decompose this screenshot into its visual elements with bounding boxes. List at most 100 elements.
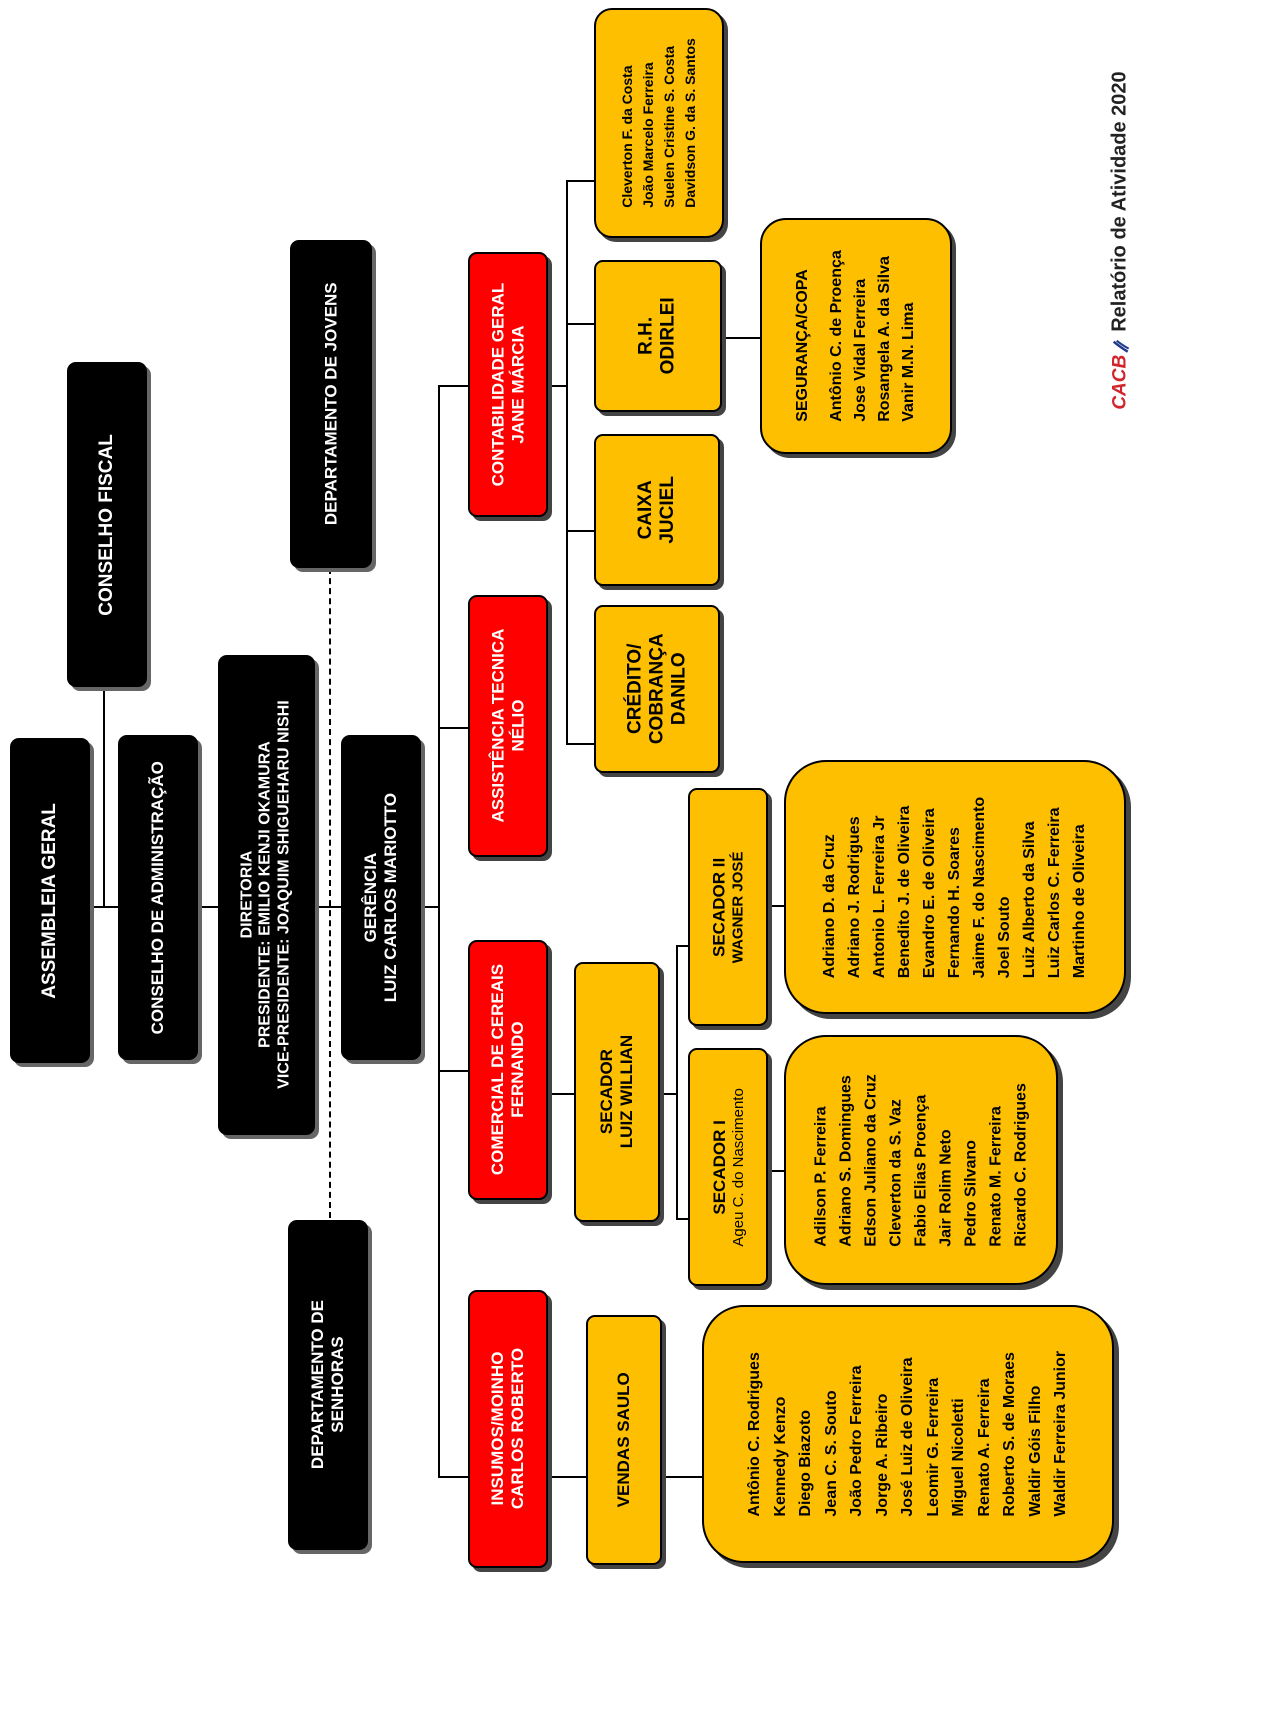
staff-name: Renato A. Ferreira [975, 1378, 993, 1517]
contabilidade-title: CONTABILIDADE GERAL [488, 282, 508, 487]
staff-name: Renato M. Ferreira [987, 1105, 1005, 1247]
connector [566, 530, 594, 532]
seguranca-list: SEGURANÇA/COPA Antônio C. de Proença Jos… [791, 250, 921, 422]
connector [548, 1476, 586, 1478]
connector [722, 337, 760, 339]
insumos-name: CARLOS ROBERTO [508, 1348, 528, 1510]
connector [438, 385, 468, 387]
staff-name: Vanir M.N. Lima [899, 302, 917, 422]
connector [676, 945, 688, 947]
credito-line2: COBRANÇA [646, 633, 668, 745]
staff-name: Cleverton F. da Costa [619, 65, 635, 208]
credito-cobranca-box: CRÉDITO/ COBRANÇA DANILO [594, 605, 720, 773]
gerencia-name: LUIZ CARLOS MARIOTTO [381, 792, 400, 1003]
staff-name: Evandro E. de Oliveira [921, 807, 939, 978]
report-title: Relatório de Atividade 2020 [1108, 70, 1131, 332]
connector [548, 1093, 574, 1095]
assistencia-title: ASSISTÊNCIA TECNICA [488, 629, 508, 823]
spacer [815, 250, 825, 422]
staff-name: Diego Biazoto [797, 1410, 815, 1517]
connector [438, 385, 440, 1478]
departamento-jovens-label: DEPARTAMENTO DE JOVENS [321, 282, 341, 526]
vendas-staff-list: Antônio C. Rodrigues Kennedy Kenzo Diego… [742, 1351, 1074, 1517]
connector [768, 1170, 784, 1172]
insumos-moinho-box: INSUMOS/MOINHO CARLOS ROBERTO [468, 1290, 548, 1568]
staff-name: Antonio L. Ferreira Jr [871, 814, 889, 978]
staff-name: Jair Rolim Neto [937, 1128, 955, 1247]
staff-name: Ricardo C. Rodrigues [1012, 1082, 1030, 1247]
logo-swoosh-icon [1112, 339, 1129, 353]
staff-name: Fabio Elias Proença [912, 1094, 930, 1247]
staff-name: Miguel Nicoletti [950, 1398, 968, 1517]
comercial-title: COMERCIAL DE CEREAIS [488, 964, 508, 1176]
secador-2-name: WAGNER JOSÉ [729, 851, 747, 963]
conselho-administracao-box: CONSELHO DE ADMINISTRAÇÃO [118, 735, 198, 1060]
departamento-jovens-box: DEPARTAMENTO DE JOVENS [290, 240, 372, 568]
staff-name: Adriano S. Domingues [837, 1074, 855, 1247]
staff-name: Waldir Góis Filho [1026, 1385, 1044, 1517]
staff-name: Jose Vidal Ferreira [851, 278, 869, 422]
staff-name: Adriano D. da Cruz [821, 833, 839, 978]
contabilidade-geral-box: CONTABILIDADE GERAL JANE MÁRCIA [468, 252, 548, 517]
comercial-name: FERNANDO [508, 1021, 528, 1119]
credito-name: DANILO [667, 652, 689, 726]
cacb-logo-icon: CACB [1109, 339, 1131, 409]
conselho-fiscal-label: CONSELHO FISCAL [96, 433, 118, 616]
staff-name: Luiz Carlos C. Ferreira [1046, 806, 1064, 978]
logo-text: CACB [1109, 354, 1131, 410]
connector [103, 690, 105, 908]
secador-1-staff-list: Adilson P. Ferreira Adriano S. Domingues… [809, 1074, 1034, 1246]
contabilidade-name: JANE MÁRCIA [508, 325, 527, 444]
gerencia-title: GERÊNCIA [361, 852, 381, 943]
staff-name: Benedito J. de Oliveira [896, 805, 914, 978]
caixa-box: CAIXA JUCIEL [594, 434, 720, 586]
assembleia-label: ASSEMBLEIA GERAL [39, 802, 61, 999]
gerencia-box: GERÊNCIA LUIZ CARLOS MARIOTTO [341, 735, 421, 1060]
staff-name: Jean C. S. Souto [822, 1390, 840, 1517]
vendas-staff-box: Antônio C. Rodrigues Kennedy Kenzo Diego… [702, 1305, 1114, 1563]
assistencia-name: NÉLIO [508, 700, 528, 752]
comercial-cereais-box: COMERCIAL DE CEREAIS FERNANDO [468, 940, 548, 1200]
assembleia-geral-box: ASSEMBLEIA GERAL [10, 738, 90, 1063]
connector [566, 743, 594, 745]
secador-name: LUIZ WILLIAN [617, 1035, 636, 1149]
staff-name: José Luiz de Oliveira [899, 1357, 917, 1517]
connector [438, 727, 468, 729]
insumos-title: INSUMOS/MOINHO [488, 1352, 508, 1506]
rh-name: ODIRLEI [658, 297, 679, 375]
secador-title: SECADOR [597, 1049, 617, 1135]
staff-name: Jorge A. Ribeiro [873, 1393, 891, 1517]
secador-2-title: SECADOR II [709, 857, 729, 957]
connector [438, 1070, 468, 1072]
senhoras-line1: DEPARTAMENTO DE [308, 1300, 328, 1470]
staff-name: Antônio C. Rodrigues [746, 1352, 764, 1517]
connector [676, 1218, 688, 1220]
staff-name: Martinho de Oliveira [1071, 823, 1089, 978]
connector [566, 180, 594, 182]
staff-name: Kennedy Kenzo [771, 1396, 789, 1517]
diretoria-vice: VICE-PRESIDENTE: JOAQUIM SHIGUEHARU NISH… [275, 700, 293, 1090]
staff-name: Leomir G. Ferreira [924, 1378, 942, 1517]
secador-1-box: SECADOR I Ageu C. do Nascimento [688, 1048, 768, 1286]
departamento-senhoras-box: DEPARTAMENTO DE SENHORAS [288, 1220, 368, 1550]
caixa-name: JUCIEL [656, 476, 678, 544]
secador-1-title: SECADOR I [709, 1119, 729, 1215]
secador-box: SECADOR LUIZ WILLIAN [574, 962, 660, 1222]
connector [676, 945, 678, 1220]
staff-name: Rosangela A. da Silva [875, 256, 893, 422]
footer-row: CACB Relatório de Atividade 2020 [1109, 71, 1132, 409]
secador-1-staff-box: Adilson P. Ferreira Adriano S. Domingues… [784, 1035, 1058, 1285]
connector [662, 1476, 702, 1478]
conselho-administracao-label: CONSELHO DE ADMINISTRAÇÃO [148, 760, 168, 1035]
staff-name: Pedro Silvano [962, 1139, 980, 1247]
connector [566, 323, 594, 325]
staff-name: Jaime F. do Nascimento [971, 796, 989, 978]
diretoria-box: DIRETORIA PRESIDENTE: EMILIO KENJI OKAMU… [218, 655, 315, 1135]
staff-name: Roberto S. de Moraes [1001, 1352, 1019, 1517]
staff-name: Fernando H. Soares [946, 826, 964, 978]
vendas-label: VENDAS SAULO [614, 1372, 634, 1508]
footer: CACB Relatório de Atividade 2020 [1090, 60, 1150, 420]
staff-name: João Pedro Ferreira [848, 1365, 866, 1517]
caixa-title: CAIXA [635, 480, 657, 540]
seguranca-title: SEGURANÇA/COPA [793, 269, 811, 422]
